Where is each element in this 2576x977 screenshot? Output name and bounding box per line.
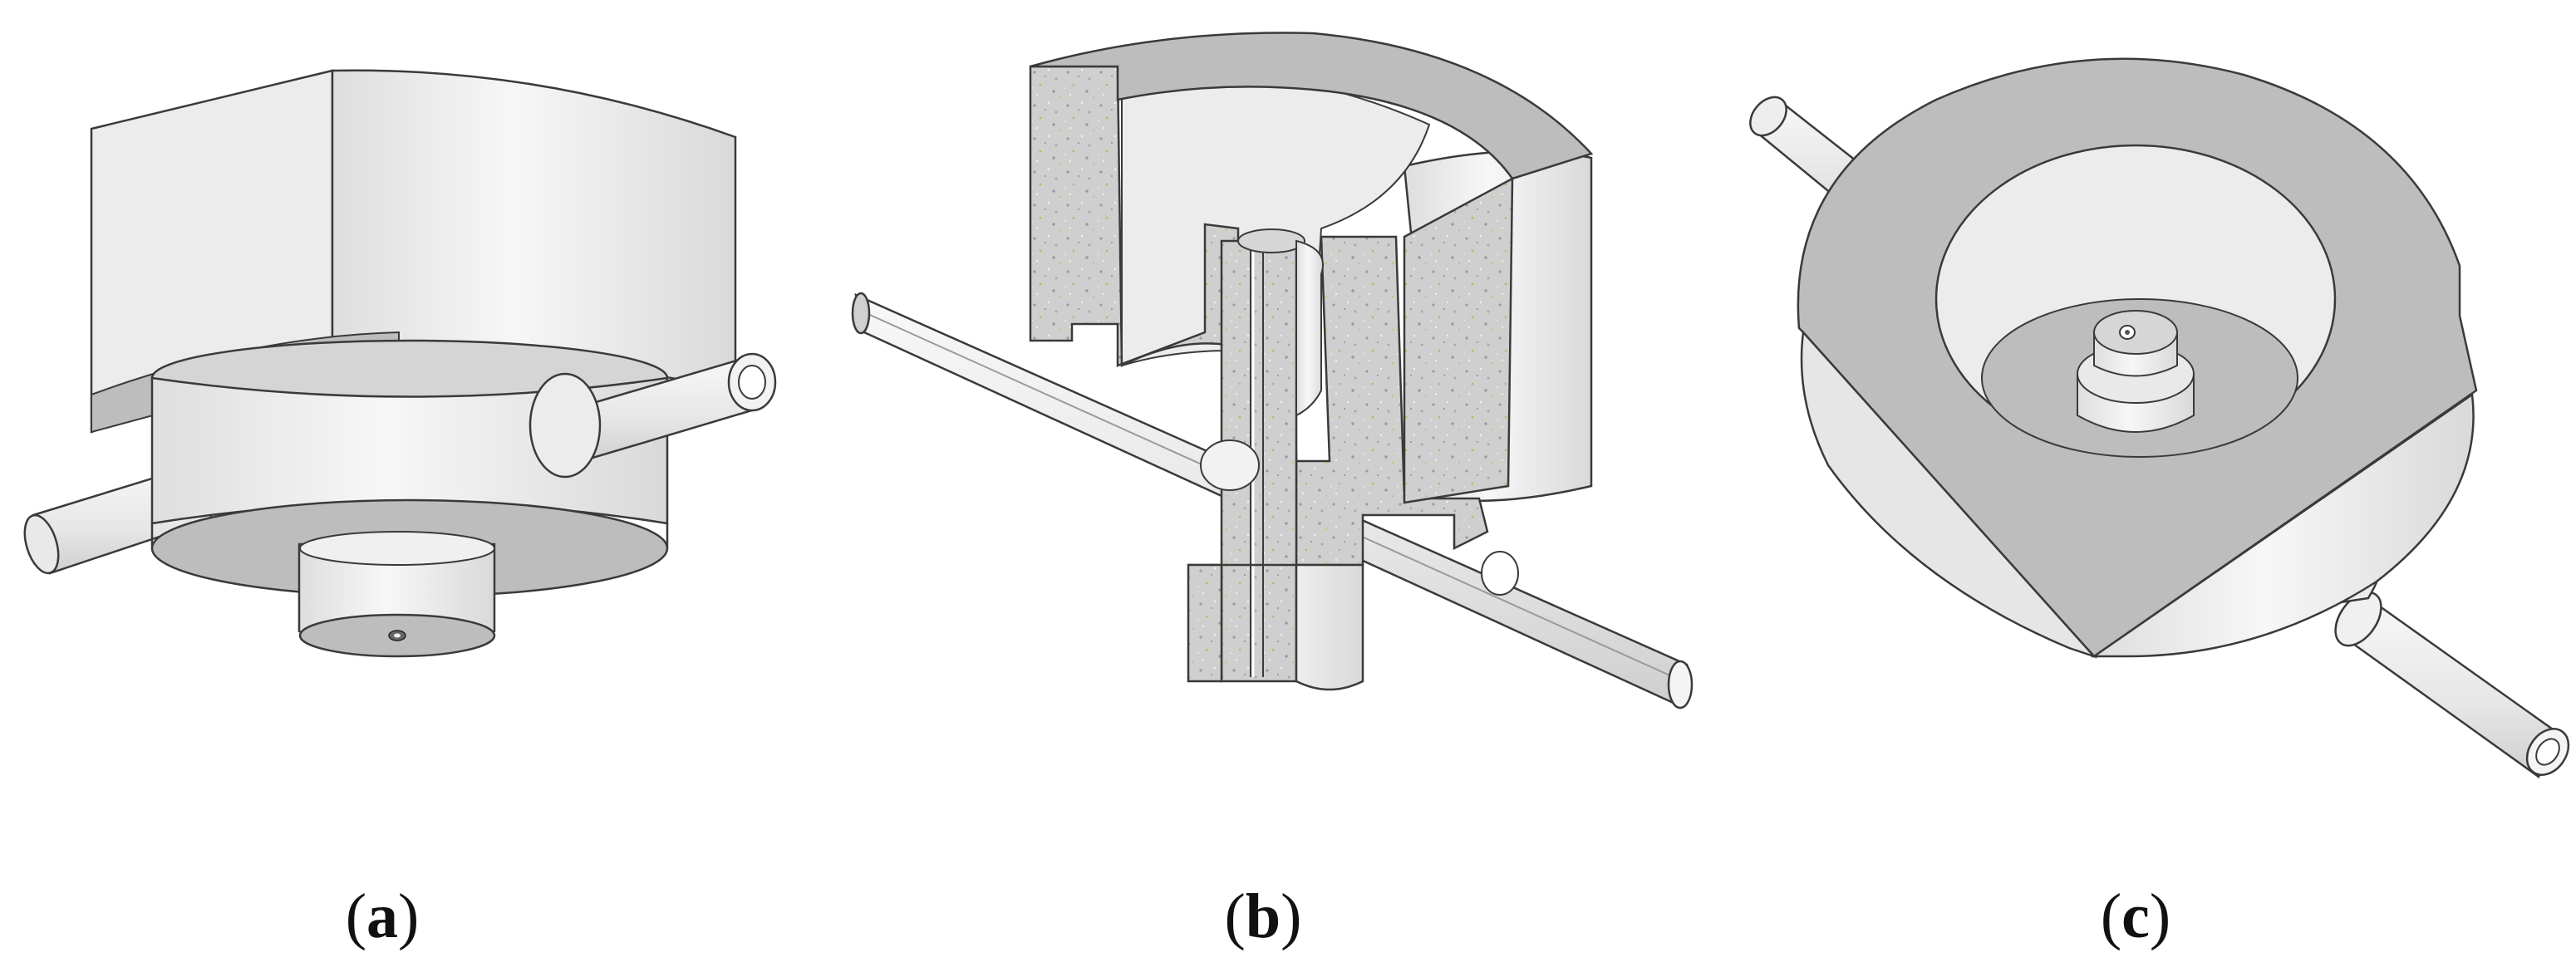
- panel-a-external-view: [23, 69, 777, 658]
- caption-b: (b): [1224, 881, 1302, 951]
- caption-a-letter: a: [366, 881, 398, 951]
- pipe-lower-right-c: [2334, 591, 2570, 778]
- panel-b-cross-section: [851, 32, 1694, 709]
- shell-right-cut-b: [1403, 176, 1514, 504]
- bottom-boss-cut-b: [1187, 563, 1223, 683]
- bottom-boss-b: [1188, 563, 1364, 691]
- pipe-right-a: [528, 352, 777, 479]
- central-nozzle-c: [2077, 310, 2195, 433]
- caption-a: (a): [345, 881, 420, 951]
- shell-top-face-b: [1030, 32, 1594, 180]
- bottom-boss-a: [297, 531, 496, 658]
- caption-c-letter: c: [2121, 881, 2150, 951]
- left-side-c: [1800, 330, 2098, 659]
- panel-c-top-view: [1749, 57, 2570, 778]
- right-side-c: [2090, 392, 2475, 658]
- caption-c: (c): [2100, 881, 2171, 951]
- caption-b-letter: b: [1245, 881, 1281, 951]
- pipe-bore-right-b: [1481, 551, 1519, 596]
- pipe-bore-b: [1200, 439, 1260, 491]
